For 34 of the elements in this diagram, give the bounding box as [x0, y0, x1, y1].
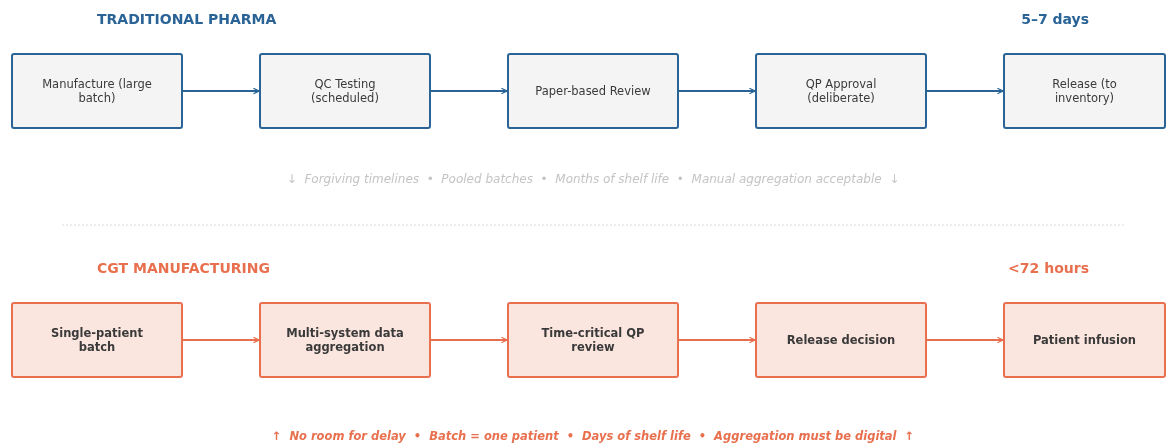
box-label: Paper-based Review: [534, 84, 652, 98]
section-title: TRADITIONAL PHARMA: [97, 11, 277, 27]
section-title: CGT MANUFACTURING: [97, 260, 270, 276]
box-label: Release decision: [785, 333, 897, 347]
arrow: [430, 336, 508, 344]
arrow: [430, 87, 508, 95]
arrow: [182, 336, 260, 344]
arrow: [678, 87, 756, 95]
process-box: [11, 302, 183, 378]
arrow: [678, 336, 756, 344]
box-label: Manufacture (large batch): [41, 77, 153, 105]
process-box: [1003, 53, 1166, 129]
note-text: ↓ Forgiving timelines • Pooled batches • Months of shelf life • Manual aggregation acceptable ↓: [286, 172, 900, 186]
process-box: [507, 53, 679, 129]
arrow: [926, 336, 1004, 344]
process-box: [11, 53, 183, 129]
arrow: [182, 87, 260, 95]
process-box: [1003, 302, 1166, 378]
process-box: [755, 302, 927, 378]
note-text: ↑ No room for delay • Batch = one patient • Days of shelf life • Aggregation must be digital ↑: [271, 429, 915, 443]
duration-label: 5–7 days: [1021, 11, 1089, 27]
box-label: Multi-system data aggregation: [285, 326, 405, 354]
process-box: [259, 53, 431, 129]
box-label: QC Testing (scheduled): [310, 77, 380, 105]
process-box: [259, 302, 431, 378]
box-label: Time-critical QP review: [540, 326, 646, 354]
box-label: Single-patient batch: [49, 326, 145, 354]
arrow: [926, 87, 1004, 95]
process-box: [507, 302, 679, 378]
box-label: Patient infusion: [1032, 333, 1137, 347]
duration-label: <72 hours: [1008, 260, 1089, 276]
box-label: Release (to inventory): [1051, 77, 1118, 105]
process-box: [755, 53, 927, 129]
box-label: QP Approval (deliberate): [804, 77, 878, 105]
